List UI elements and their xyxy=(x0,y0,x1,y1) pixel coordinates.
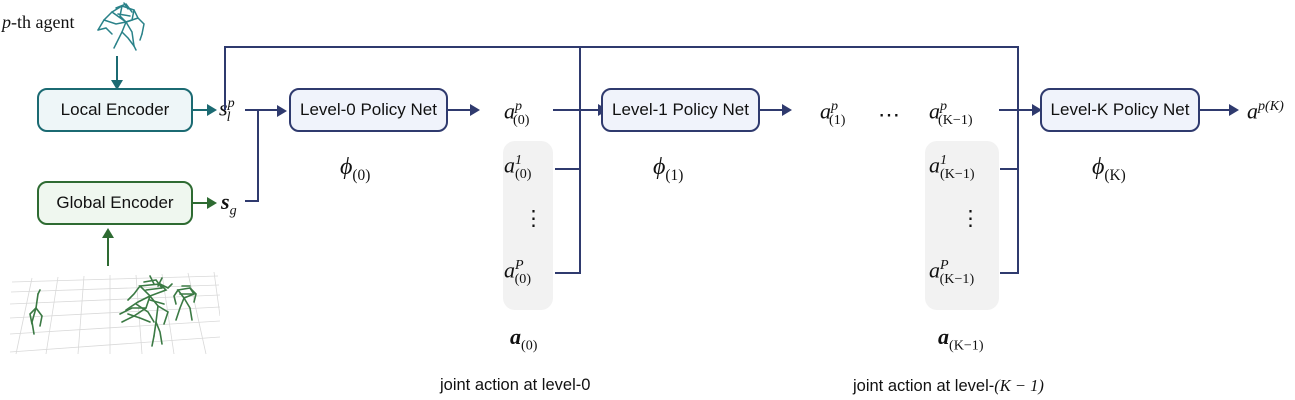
agent-to-local-encoder-line xyxy=(116,56,119,82)
agent-caption-text: -th agent xyxy=(11,12,75,32)
phi-K-subscript: (K) xyxy=(1104,166,1126,184)
state-merge-vertical-line xyxy=(257,109,260,202)
level-K-minus-1-ego-action: ap(K−1) xyxy=(929,99,973,127)
local-encoder-output-arrowhead xyxy=(207,104,217,116)
a-p-1-base: a xyxy=(820,98,831,124)
phi-0-subscript: (0) xyxy=(352,166,371,184)
levelKm1-member1-stub xyxy=(1000,168,1019,171)
level-K-policy-net-box[interactable]: Level-K Policy Net xyxy=(1040,88,1200,132)
agent-to-local-encoder-arrowhead xyxy=(111,80,123,90)
local-agent-skeleton-icon xyxy=(97,2,145,51)
a-1-km1-sub: (K−1) xyxy=(940,165,975,182)
levelK-output-line xyxy=(1200,108,1232,111)
final-output-action: ap(K) xyxy=(1247,99,1284,122)
global-encoder-output-line xyxy=(193,201,209,204)
bus-to-levelK-line xyxy=(1017,108,1039,111)
joint-a-km1-sub: (K−1) xyxy=(949,337,984,354)
local-state-symbol: spl xyxy=(219,95,235,125)
a-P-km1-base: a xyxy=(929,257,940,283)
crowd-to-global-encoder-line xyxy=(107,238,110,266)
level-0-action-group-panel xyxy=(503,141,553,310)
a-1-0-sup: 1 xyxy=(515,152,523,168)
a-p-1-sub: (1) xyxy=(829,111,846,128)
a-1-0-base: a xyxy=(504,152,515,178)
a-p-km1-base: a xyxy=(929,98,940,124)
local-state-to-merge-line xyxy=(245,109,259,112)
levelK-input-arrowhead xyxy=(1032,104,1042,116)
level-K-minus-1-joint-action-symbol: a(K−1) xyxy=(938,324,984,354)
level-K-minus-1-action-member-1: a1(K−1) xyxy=(929,153,975,181)
a-p-1-sup: p xyxy=(831,98,839,114)
level-0-action-member-P: aP(0) xyxy=(504,258,531,286)
a-P-0-base: a xyxy=(504,257,515,283)
joint-a-km1-base: a xyxy=(938,324,949,349)
global-encoder-box[interactable]: Global Encoder xyxy=(37,181,193,225)
level-K-minus-1-action-vertical-ellipsis: ⋮ xyxy=(960,206,981,230)
global-state-to-merge-line xyxy=(245,200,259,203)
merge-to-level0-line xyxy=(257,109,283,112)
phi-0-glyph: ϕ xyxy=(340,154,353,180)
state-bus-top-line xyxy=(224,46,1019,49)
global-state-symbol: sg xyxy=(221,189,237,219)
a-P-0-sup: P xyxy=(515,257,524,273)
a-1-km1-sup: 1 xyxy=(940,152,948,168)
phi-1-subscript: (1) xyxy=(665,166,684,184)
levelKm1-ego-action-stub xyxy=(999,108,1019,111)
level0-ego-action-stub xyxy=(553,108,581,111)
a-P-0-sub: (0) xyxy=(514,270,532,287)
a-1-km1-base: a xyxy=(929,152,940,178)
levelKm1-memberP-stub xyxy=(1000,272,1019,275)
level-0-parameter-symbol: ϕ(0) xyxy=(340,155,370,183)
levelK-actions-bus-vertical xyxy=(1017,46,1020,274)
level-0-ego-action: ap(0) xyxy=(504,99,529,127)
crowd-to-global-encoder-arrowhead xyxy=(102,228,114,238)
joint-a-0-sub: (0) xyxy=(521,337,538,354)
level0-actions-bus-vertical xyxy=(579,46,582,274)
level-1-policy-net-box[interactable]: Level-1 Policy Net xyxy=(601,88,760,132)
level-0-policy-net-box[interactable]: Level-0 Policy Net xyxy=(289,88,448,132)
state-bus-riser-line xyxy=(224,46,227,110)
a-P-km1-sup: P xyxy=(940,257,949,273)
final-a-base: a xyxy=(1247,98,1258,124)
a-P-km1-sub: (K−1) xyxy=(939,270,975,287)
joint-caption-prefix: joint action at level- xyxy=(853,377,995,395)
a-p-0-base: a xyxy=(504,98,515,124)
joint-a-0-base: a xyxy=(510,324,521,349)
final-a-sup: p(K) xyxy=(1258,98,1284,114)
bus-to-level1-line xyxy=(579,108,605,111)
a-p-0-sub: (0) xyxy=(513,111,530,128)
level0-input-arrowhead xyxy=(277,104,287,117)
joint-caption-math: (K − 1) xyxy=(994,376,1044,395)
level0-output-line xyxy=(448,108,473,111)
phi-K-glyph: ϕ xyxy=(1092,154,1105,180)
global-crowd-skeletons-icon xyxy=(10,271,220,355)
level0-output-arrowhead xyxy=(470,104,480,116)
a-p-0-sup: p xyxy=(515,98,523,114)
level-0-joint-action-caption: joint action at level-0 xyxy=(440,376,591,394)
phi-1-glyph: ϕ xyxy=(653,154,666,180)
level-K-minus-1-action-member-P: aP(K−1) xyxy=(929,258,974,286)
a-p-km1-sup: p xyxy=(940,98,948,114)
level-0-action-member-1: a1(0) xyxy=(504,153,531,181)
level-K-minus-1-joint-action-caption: joint action at level-(K − 1) xyxy=(853,376,1044,396)
a-1-0-sub: (0) xyxy=(515,165,532,182)
agent-symbol: p xyxy=(2,12,11,32)
level1-output-line xyxy=(760,108,785,111)
level0-memberP-stub xyxy=(555,272,581,275)
level-K-minus-1-action-group-panel xyxy=(925,141,999,310)
level-0-action-vertical-ellipsis: ⋮ xyxy=(523,206,544,230)
global-encoder-output-arrowhead xyxy=(207,197,217,209)
local-encoder-output-line xyxy=(193,108,209,111)
level-K-parameter-symbol: ϕ(K) xyxy=(1092,155,1126,183)
level-0-joint-action-symbol: a(0) xyxy=(510,324,538,354)
levelK-output-arrowhead xyxy=(1229,104,1239,116)
levels-horizontal-ellipsis: ⋯ xyxy=(878,102,900,127)
level-1-parameter-symbol: ϕ(1) xyxy=(653,155,683,183)
level0-member1-stub xyxy=(555,168,581,171)
level-1-ego-action: ap(1) xyxy=(820,99,845,127)
agent-caption: p-th agent xyxy=(2,12,74,33)
a-p-km1-sub: (K−1) xyxy=(938,111,973,128)
level1-output-arrowhead xyxy=(782,104,792,116)
local-encoder-box[interactable]: Local Encoder xyxy=(37,88,193,132)
